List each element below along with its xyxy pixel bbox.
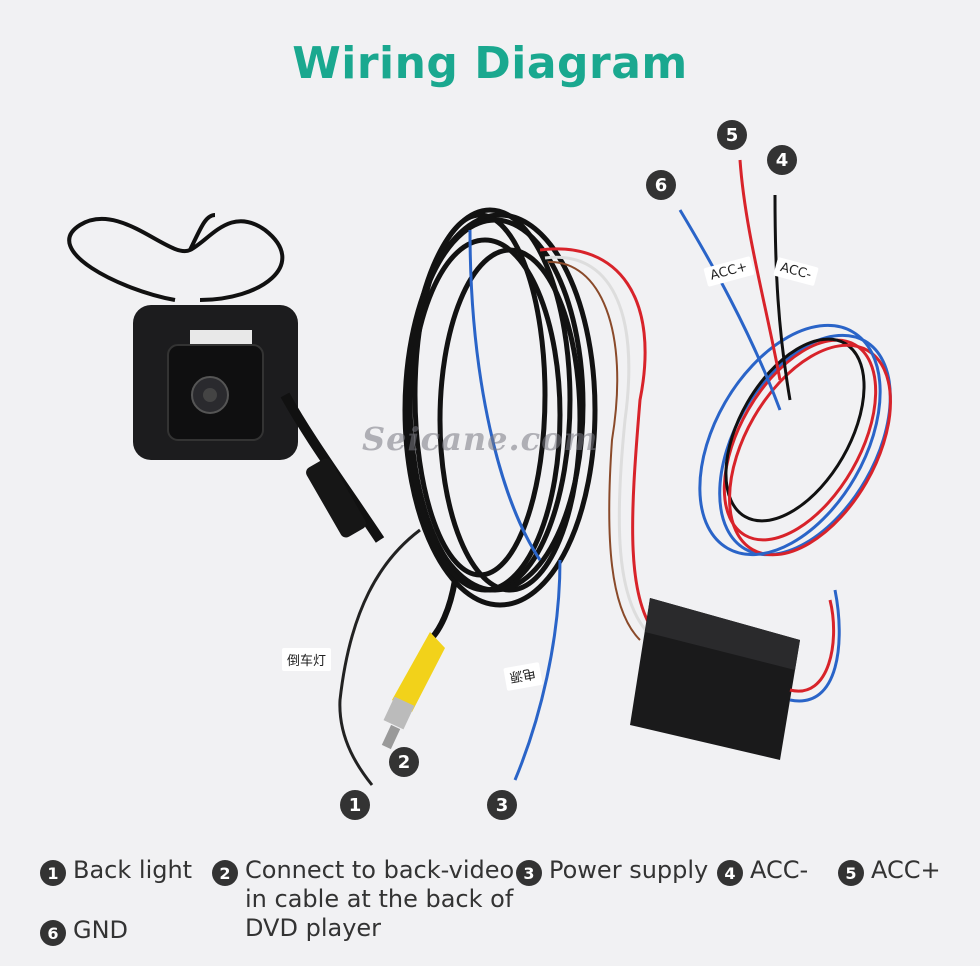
acc-minus-wire <box>773 194 792 401</box>
acc-plus-wire <box>738 159 782 381</box>
legend-number: 4 <box>717 860 743 886</box>
legend-number: 5 <box>838 860 864 886</box>
product-photo <box>67 159 892 786</box>
callout-6: 6 <box>646 170 676 200</box>
legend-text: Power supply <box>549 856 709 884</box>
diagram-title: Wiring Diagram <box>292 38 688 89</box>
legend-item-6: 6 GND <box>40 916 128 946</box>
callout-1: 1 <box>340 790 370 820</box>
legend-number: 3 <box>516 860 542 886</box>
colored-wire-coil <box>698 323 892 557</box>
rca-connector <box>381 632 445 750</box>
back-light-wire <box>338 528 421 786</box>
camera-housing <box>133 305 298 460</box>
callout-2: 2 <box>389 747 419 777</box>
legend: 1 Back light 2 Connect to back-video in … <box>0 856 980 966</box>
legend-item-1: 1 Back light <box>40 856 192 886</box>
legend-number: 6 <box>40 920 66 946</box>
legend-number: 1 <box>40 860 66 886</box>
camera-loop-cable <box>67 216 285 302</box>
legend-text: Back light <box>73 856 193 884</box>
watermark: Seicane.com <box>362 420 599 458</box>
callout-4: 4 <box>767 145 797 175</box>
power-supply-wire <box>513 559 562 781</box>
legend-item-4: 4 ACC- <box>717 856 808 886</box>
legend-text: ACC- <box>750 856 809 884</box>
legend-text: Connect to back-video in cable at the ba… <box>245 856 515 942</box>
legend-item-3: 3 Power supply <box>516 856 708 886</box>
main-cable-bundle <box>402 207 598 608</box>
callout-3: 3 <box>487 790 517 820</box>
back-light-tag: 倒车灯 <box>282 648 332 671</box>
legend-text: GND <box>73 916 129 944</box>
junction-box <box>630 598 800 760</box>
legend-item-2: 2 Connect to back-video in cable at the … <box>212 856 514 943</box>
legend-item-5: 5 ACC+ <box>838 856 941 886</box>
callout-5: 5 <box>717 120 747 150</box>
gnd-wire <box>678 209 782 411</box>
legend-text: ACC+ <box>871 856 941 884</box>
legend-number: 2 <box>212 860 238 886</box>
